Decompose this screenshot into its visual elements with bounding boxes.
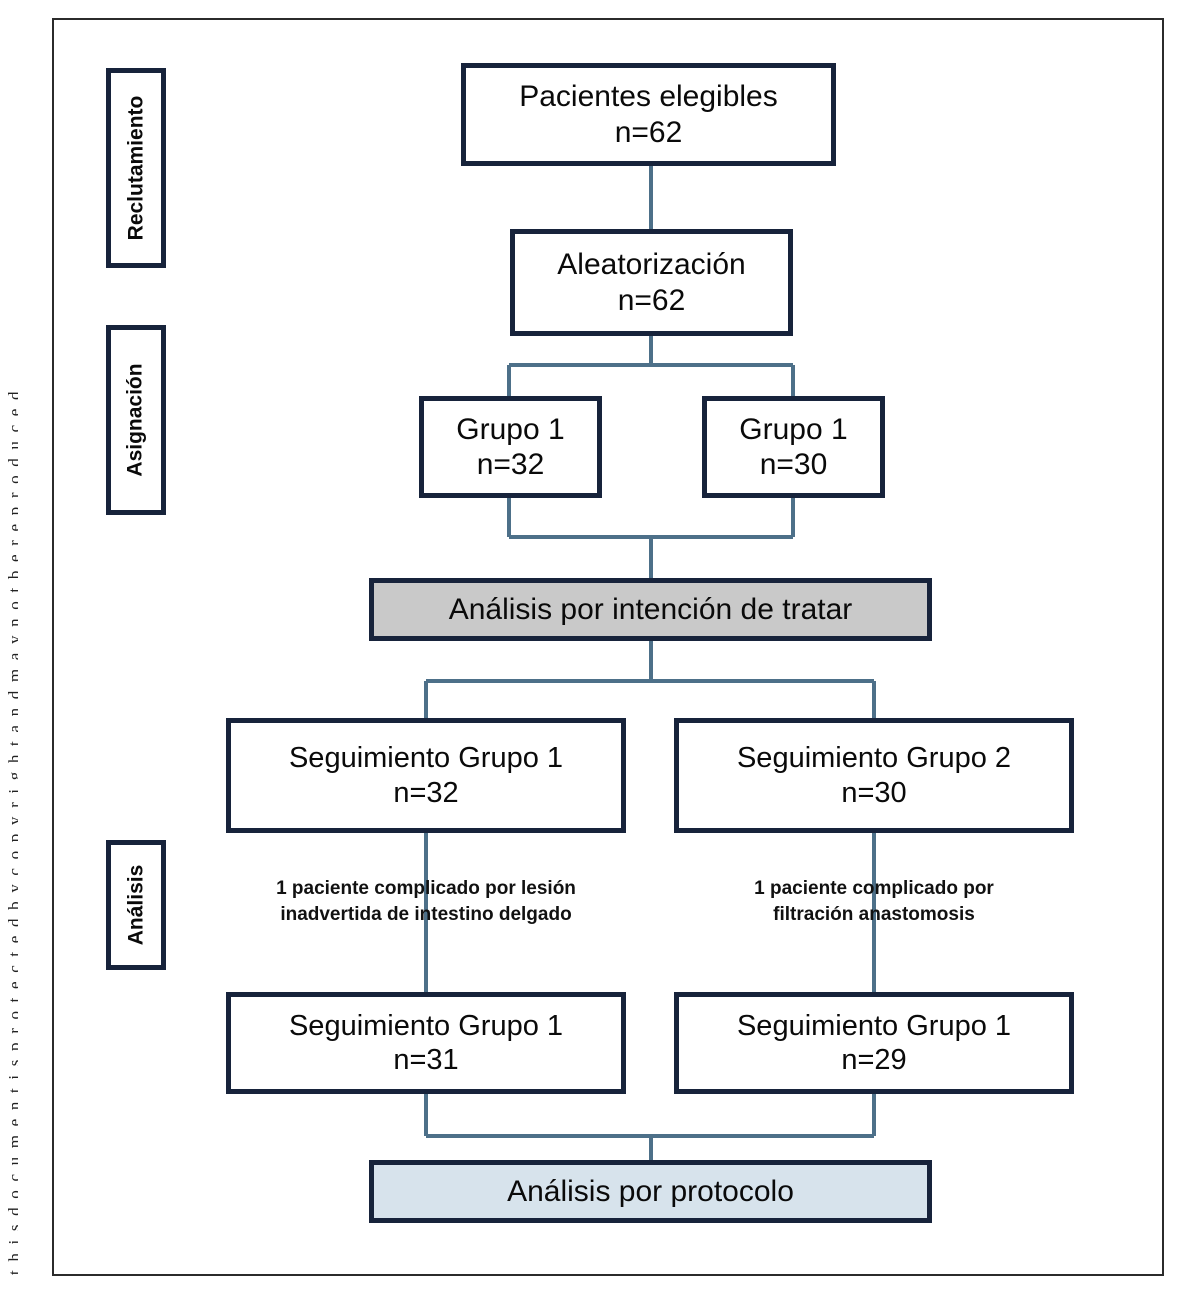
node-seguimiento-grupo-1-final-title: Seguimiento Grupo 1 xyxy=(288,1009,564,1042)
annotation-right-line1: 1 paciente complicado por xyxy=(754,878,994,899)
stage-label-asignacion-text: Asignación xyxy=(124,363,147,477)
node-pacientes-elegibles: Pacientes elegibles n=62 xyxy=(461,63,836,166)
left-margin-cutoff-text: t h i s d o c u m e n t i s p r o t e c … xyxy=(0,0,18,1304)
node-grupo-1-count: n=32 xyxy=(476,448,545,481)
node-aleatorizacion: Aleatorización n=62 xyxy=(510,229,793,336)
annotation-left-line2: inadvertida de intestino delgado xyxy=(280,903,572,925)
node-seguimiento-grupo-2-inicial-title: Seguimiento Grupo 2 xyxy=(736,742,1012,775)
node-analisis-intencion-tratar: Análisis por intención de tratar xyxy=(369,578,932,641)
node-pacientes-elegibles-title: Pacientes elegibles xyxy=(519,80,778,114)
stage-label-analisis: Análisis xyxy=(106,840,166,970)
stage-label-reclutamiento-text: Reclutamiento xyxy=(124,95,148,241)
node-grupo-1: Grupo 1 n=32 xyxy=(419,396,602,498)
stage-label-asignacion: Asignación xyxy=(106,325,166,515)
node-seguimiento-grupo-2-final-count: n=29 xyxy=(841,1044,907,1076)
annotation-left-complication: 1 paciente complicado por lesión inadver… xyxy=(216,876,636,927)
node-seguimiento-grupo-1-final-count: n=31 xyxy=(393,1044,459,1076)
node-grupo-1-title: Grupo 1 xyxy=(456,412,565,446)
node-seguimiento-grupo-1-final: Seguimiento Grupo 1 n=31 xyxy=(226,992,626,1094)
node-seguimiento-grupo-2-final: Seguimiento Grupo 1 n=29 xyxy=(674,992,1074,1094)
node-seguimiento-grupo-2-inicial: Seguimiento Grupo 2 n=30 xyxy=(674,718,1074,833)
annotation-left-line1: 1 paciente complicado por lesión xyxy=(276,878,576,899)
node-pacientes-elegibles-count: n=62 xyxy=(614,115,683,149)
node-seguimiento-grupo-1-inicial-title: Seguimiento Grupo 1 xyxy=(288,742,564,775)
node-analisis-intencion-tratar-title: Análisis por intención de tratar xyxy=(448,592,853,626)
node-seguimiento-grupo-2-final-title: Seguimiento Grupo 1 xyxy=(736,1009,1012,1042)
node-analisis-por-protocolo: Análisis por protocolo xyxy=(369,1160,932,1223)
node-aleatorizacion-count: n=62 xyxy=(617,283,686,317)
annotation-right-complication: 1 paciente complicado por filtración ana… xyxy=(684,876,1064,927)
node-aleatorizacion-title: Aleatorización xyxy=(557,248,746,282)
node-seguimiento-grupo-2-inicial-count: n=30 xyxy=(841,776,907,809)
left-margin-text: t h i s d o c u m e n t i s p r o t e c … xyxy=(5,0,18,1275)
node-grupo-2: Grupo 1 n=30 xyxy=(702,396,885,498)
node-seguimiento-grupo-1-inicial-count: n=32 xyxy=(393,776,459,809)
node-grupo-2-title: Grupo 1 xyxy=(739,412,848,446)
stage-label-analisis-text: Análisis xyxy=(124,864,148,946)
node-grupo-2-count: n=30 xyxy=(759,448,828,481)
node-analisis-por-protocolo-title: Análisis por protocolo xyxy=(507,1174,794,1208)
node-seguimiento-grupo-1-inicial: Seguimiento Grupo 1 n=32 xyxy=(226,718,626,833)
stage-label-reclutamiento: Reclutamiento xyxy=(106,68,166,268)
annotation-right-line2: filtración anastomosis xyxy=(773,903,975,925)
